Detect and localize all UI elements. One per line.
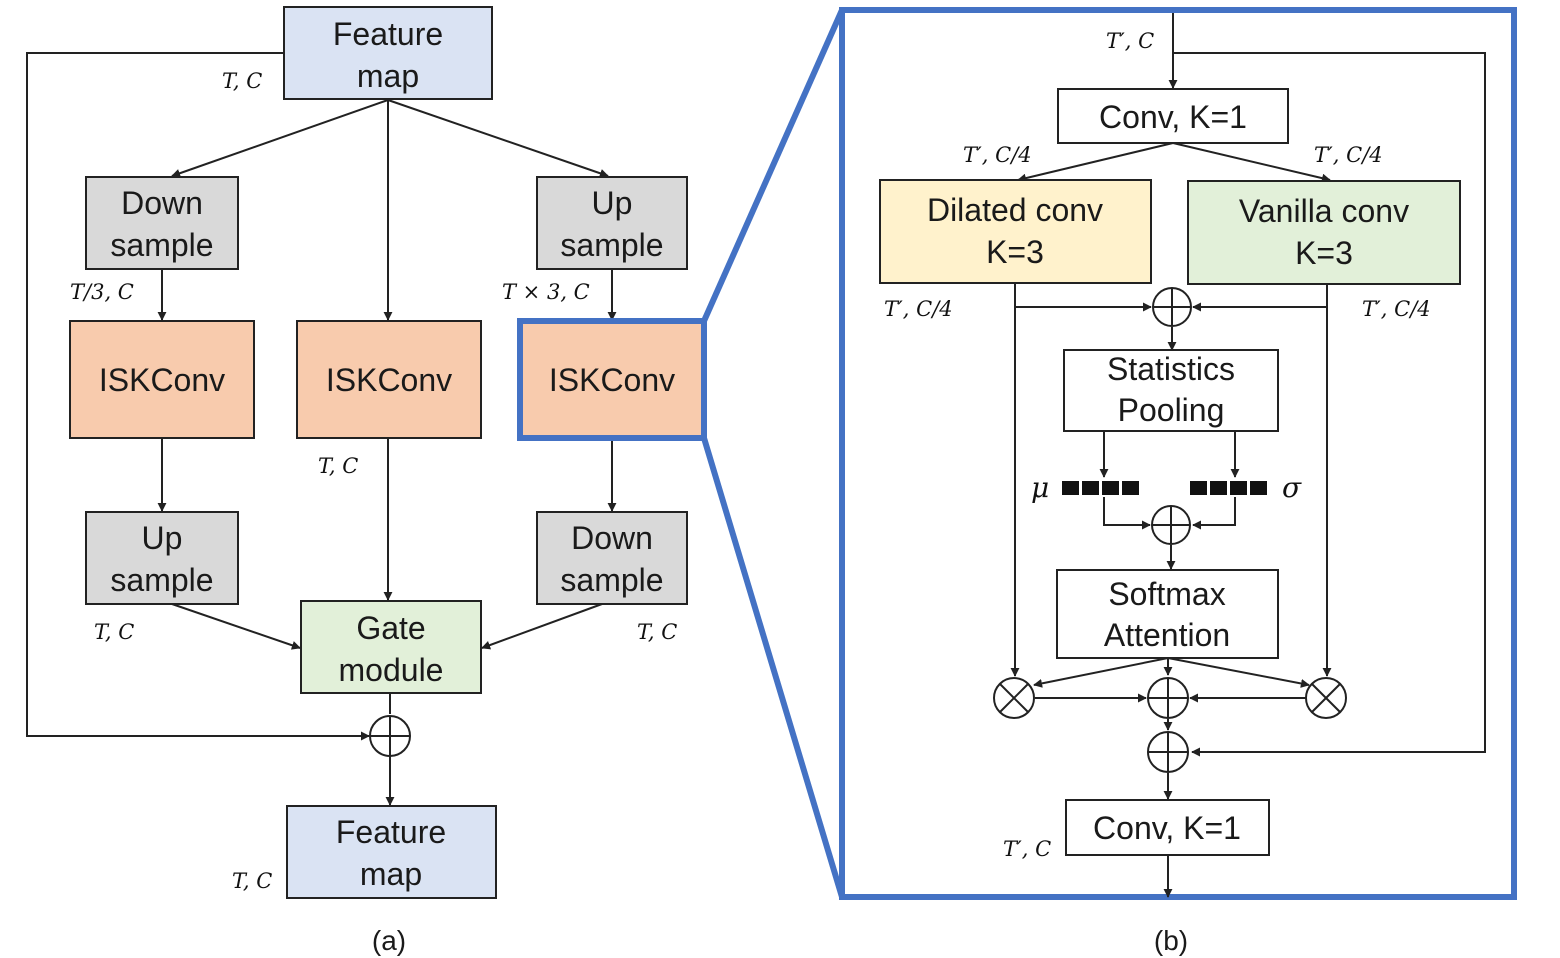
multiply-left-icon [993, 677, 1035, 719]
panel-a: Feature map Down sample Up sample ISKCon… [26, 6, 707, 956]
dim-after-up: T × 3, C [502, 280, 590, 304]
feature-map-top-line1: Feature [333, 16, 443, 52]
dim-output: T, C [232, 869, 272, 893]
conv-bottom-box [1065, 799, 1270, 856]
dim-b-split-left: T′, C/4 [963, 143, 1032, 167]
dim-b-dilated-out: T′, C/4 [884, 297, 953, 321]
dilated-conv-line2: K=3 [986, 234, 1044, 270]
softmax-attention-line1: Softmax [1108, 576, 1225, 612]
iskconv-left-label: ISKConv [99, 362, 225, 398]
up-sample-left-box [85, 511, 239, 605]
dim-after-down: T/3, C [70, 280, 134, 304]
dim-b-vanilla-out: T′, C/4 [1362, 297, 1431, 321]
iskconv-right-label: ISKConv [549, 362, 675, 398]
up-sample-right-box [536, 176, 688, 270]
feature-map-top-box [283, 6, 493, 100]
panel-b-connectors [1010, 13, 1486, 898]
up-sample-left-line1: Up [142, 520, 183, 556]
conv-bottom-label: Conv, K=1 [1093, 810, 1241, 846]
up-sample-right-line2: sample [560, 227, 663, 263]
panel-a-connectors [26, 52, 617, 806]
stats-concat-icon [1151, 505, 1191, 545]
conv-top-label: Conv, K=1 [1099, 99, 1247, 135]
vanilla-conv-box [1187, 180, 1461, 285]
iskconv-right-box [517, 318, 707, 441]
panel-b-frame [839, 7, 1517, 900]
caption-b: (b) [1154, 925, 1188, 956]
softmax-attention-box [1056, 569, 1279, 659]
down-sample-left-box [85, 176, 239, 270]
statistics-pooling-line1: Statistics [1107, 351, 1235, 387]
branch-add-icon [1152, 287, 1192, 327]
softmax-attention-line2: Attention [1104, 617, 1230, 653]
down-sample-right-line2: sample [560, 562, 663, 598]
dim-b-input: T′, C [1106, 29, 1154, 53]
vanilla-conv-line1: Vanilla conv [1239, 193, 1409, 229]
panel-b: Conv, K=1 Dilated conv K=3 Vanilla conv … [839, 7, 1517, 956]
up-sample-left-line2: sample [110, 562, 213, 598]
feature-map-bottom-line2: map [360, 856, 422, 892]
iskconv-mid-label: ISKConv [326, 362, 452, 398]
zoom-connector [701, 8, 845, 898]
iskconv-left-box [69, 320, 255, 439]
feature-map-bottom-line1: Feature [336, 814, 446, 850]
caption-a: (a) [372, 925, 406, 956]
sigma-label: σ [1282, 471, 1302, 504]
sigma-vector-icon [1190, 481, 1267, 495]
up-sample-right-line1: Up [592, 185, 633, 221]
dim-input: T, C [222, 69, 262, 93]
feature-map-top-line2: map [357, 58, 419, 94]
statistics-pooling-line2: Pooling [1118, 392, 1225, 428]
statistics-pooling-box [1063, 349, 1279, 432]
dilated-conv-line1: Dilated conv [927, 192, 1103, 228]
gate-module-line2: module [339, 652, 444, 688]
vanilla-conv-line2: K=3 [1295, 235, 1353, 271]
dim-right-to-gate: T, C [637, 620, 677, 644]
dim-mid-branch: T, C [318, 454, 358, 478]
down-sample-right-box [536, 511, 688, 605]
down-sample-left-line1: Down [121, 185, 203, 221]
gate-module-box [300, 600, 482, 694]
gate-module-line1: Gate [356, 610, 425, 646]
dim-left-to-gate: T, C [94, 620, 134, 644]
fusion-add-icon [1147, 677, 1189, 719]
conv-top-box [1057, 88, 1289, 144]
down-sample-left-line2: sample [110, 227, 213, 263]
dim-b-output: T′, C [1003, 837, 1051, 861]
residual-add-icon [369, 715, 411, 757]
dim-b-split-right: T′, C/4 [1314, 143, 1383, 167]
iskconv-mid-box [296, 320, 482, 439]
mu-vector-icon [1062, 481, 1139, 495]
feature-map-bottom-box [286, 805, 497, 899]
dilated-conv-box [879, 179, 1152, 284]
down-sample-right-line1: Down [571, 520, 653, 556]
multiply-right-icon [1305, 677, 1347, 719]
residual-add-b-icon [1147, 731, 1189, 773]
mu-label: μ [1031, 471, 1049, 504]
